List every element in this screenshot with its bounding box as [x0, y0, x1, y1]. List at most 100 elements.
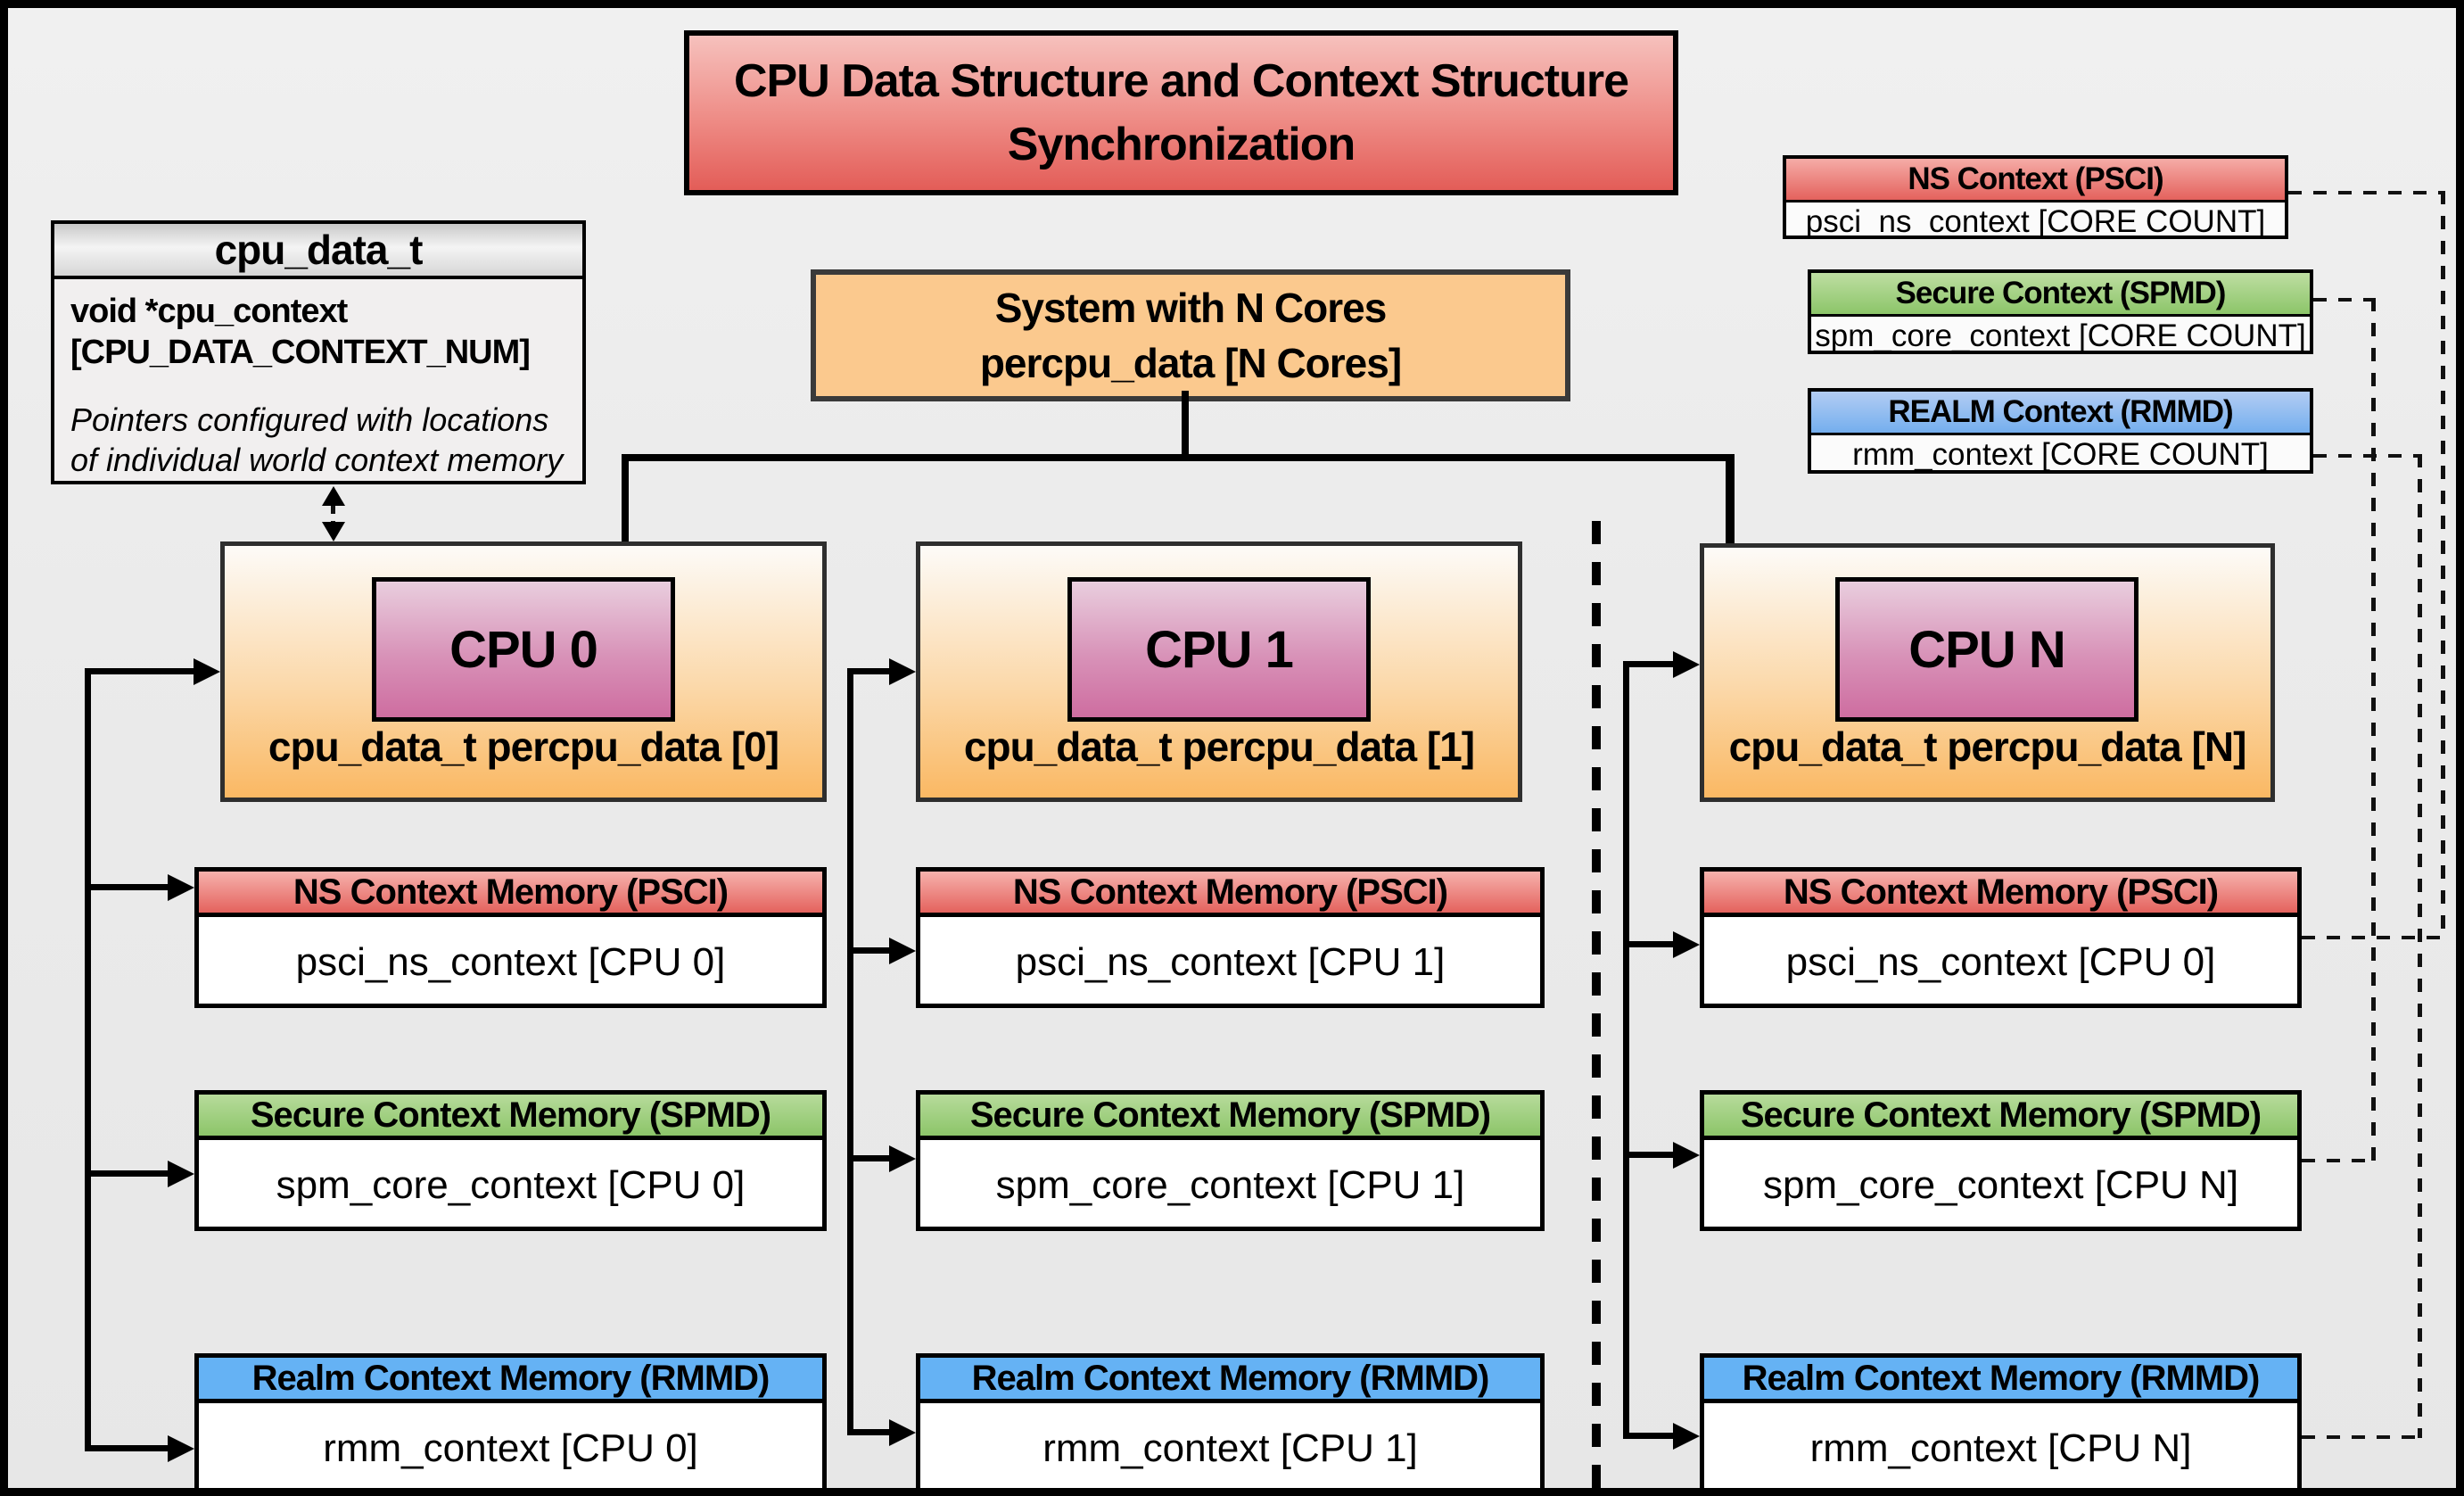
realm-legend-dash-vert — [2418, 454, 2422, 1438]
cpu-data-t-field-line2: [CPU_DATA_CONTEXT_NUM] — [70, 333, 531, 371]
legend-realm-body: rmm_context [CORE COUNT] — [1852, 437, 2269, 472]
cpu0-ns-context-memory: NS Context Memory (PSCI) psci_ns_context… — [194, 867, 827, 1008]
cpu1-ns-header: NS Context Memory (PSCI) — [920, 872, 1540, 917]
cpuN-secure-header: Secure Context Memory (SPMD) — [1704, 1095, 2297, 1140]
legend-ns-body: psci_ns_context [CORE COUNT] — [1805, 204, 2266, 239]
cpu0-bus-branch-ns — [85, 884, 168, 890]
cpu1-label: CPU 1 — [1067, 577, 1371, 722]
cpuN-ns-body: psci_ns_context [CPU 0] — [1785, 940, 2216, 984]
cpu1-box: CPU 1 cpu_data_t percpu_data [1] — [916, 541, 1522, 802]
diagram-title-line2: Synchronization — [1007, 118, 1356, 170]
cpu1-bus-branch-cpu — [847, 668, 889, 674]
cpu1-realm-context-memory: Realm Context Memory (RMMD) rmm_context … — [916, 1353, 1545, 1488]
cpu1-realm-body: rmm_context [CPU 1] — [1042, 1426, 1418, 1470]
cpu0-realm-context-memory: Realm Context Memory (RMMD) rmm_context … — [194, 1353, 827, 1488]
realm-legend-dash-top — [2313, 454, 2422, 458]
cpu-data-t-header: cpu_data_t — [54, 224, 582, 279]
cpuN-secure-body: spm_core_context [CPU N] — [1762, 1163, 2239, 1207]
secure-legend-dash-bottom — [2302, 1159, 2376, 1162]
system-box-line2: percpu_data [N Cores] — [979, 340, 1402, 386]
cpu0-bus-arrow-ns — [168, 874, 194, 901]
cpu-data-t-note-line1: Pointers configured with locations — [70, 401, 549, 439]
legend-secure-header: Secure Context (SPMD) — [1811, 273, 2310, 317]
cpu-data-t-note-line2: of individual world context memory — [70, 442, 564, 479]
system-box-line1: System with N Cores — [994, 284, 1388, 331]
cpu0-realm-header: Realm Context Memory (RMMD) — [199, 1358, 822, 1403]
cpu-data-t-field-line1: void *cpu_context — [70, 293, 348, 330]
cpuN-bus-arrow-cpu — [1673, 651, 1700, 678]
cpu0-label: CPU 0 — [372, 577, 675, 722]
cpu0-secure-header: Secure Context Memory (SPMD) — [199, 1095, 822, 1140]
diagram-title: CPU Data Structure and Context Structure… — [684, 30, 1678, 195]
cpuN-bus-arrow-realm — [1673, 1423, 1700, 1450]
cpuN-bus-arrow-secure — [1673, 1142, 1700, 1169]
cpu-data-t-arrow-dash — [331, 506, 335, 524]
column-separator-dashed — [1592, 521, 1601, 1488]
legend-secure-body: spm_core_context [CORE COUNT] — [1815, 318, 2306, 353]
diagram-title-line1: CPU Data Structure and Context Structure — [733, 55, 1629, 108]
cpuN-ns-context-memory: NS Context Memory (PSCI) psci_ns_context… — [1700, 867, 2302, 1008]
cpu-data-t-body: void *cpu_context [CPU_DATA_CONTEXT_NUM]… — [54, 279, 582, 480]
cpu1-secure-header: Secure Context Memory (SPMD) — [920, 1095, 1540, 1140]
legend-secure-context: Secure Context (SPMD) spm_core_context [… — [1808, 269, 2313, 354]
cpuN-bus-branch-ns — [1623, 941, 1673, 947]
cpu-data-t-note: Pointers configured with locations of in… — [70, 400, 566, 480]
cpu1-bus-branch-secure — [847, 1155, 889, 1161]
cpu1-bus-arrow-cpu — [889, 658, 916, 685]
cpu0-bus-vline — [85, 668, 91, 1451]
legend-realm-header: REALM Context (RMMD) — [1811, 392, 2310, 435]
cpu0-bus-arrow-cpu — [194, 658, 220, 685]
cpu1-bus-branch-ns — [847, 947, 889, 954]
legend-ns-context: NS Context (PSCI) psci_ns_context [CORE … — [1783, 155, 2288, 239]
connector-system-stem — [1182, 391, 1189, 458]
cpu0-ns-header: NS Context Memory (PSCI) — [199, 872, 822, 917]
cpu1-bus-branch-realm — [847, 1429, 889, 1435]
ns-legend-dash-vert — [2441, 191, 2445, 938]
cpu0-realm-body: rmm_context [CPU 0] — [323, 1426, 698, 1470]
secure-legend-dash-vert — [2371, 298, 2376, 1161]
cpu-data-t-arrow-up — [322, 486, 345, 506]
connector-system-hbar — [622, 454, 1735, 461]
cpu0-bus-branch-realm — [85, 1445, 168, 1451]
cpuN-secure-context-memory: Secure Context Memory (SPMD) spm_core_co… — [1700, 1090, 2302, 1231]
cpuN-label: CPU N — [1835, 577, 2138, 722]
cpu1-realm-header: Realm Context Memory (RMMD) — [920, 1358, 1540, 1403]
cpu0-bus-branch-cpu — [85, 668, 194, 674]
connector-system-to-cpu0 — [622, 454, 629, 541]
ns-legend-dash-top — [2288, 191, 2445, 194]
cpu0-data-label: cpu_data_t percpu_data [0] — [268, 723, 779, 770]
realm-legend-dash-bottom — [2302, 1435, 2422, 1439]
cpuN-ns-header: NS Context Memory (PSCI) — [1704, 872, 2297, 917]
connector-system-to-cpuN — [1726, 454, 1735, 543]
cpu1-bus-arrow-ns — [889, 938, 916, 964]
cpu-data-t-arrow-down — [322, 522, 345, 541]
cpu0-bus-arrow-secure — [168, 1161, 194, 1187]
cpuN-bus-arrow-ns — [1673, 931, 1700, 958]
cpuN-box: CPU N cpu_data_t percpu_data [N] — [1700, 543, 2275, 802]
cpuN-bus-vline — [1623, 661, 1629, 1439]
cpuN-data-label: cpu_data_t percpu_data [N] — [1728, 723, 2247, 770]
cpu0-bus-arrow-realm — [168, 1435, 194, 1462]
cpuN-realm-context-memory: Realm Context Memory (RMMD) rmm_context … — [1700, 1353, 2302, 1488]
cpu0-secure-context-memory: Secure Context Memory (SPMD) spm_core_co… — [194, 1090, 827, 1231]
cpu0-ns-body: psci_ns_context [CPU 0] — [295, 940, 726, 984]
cpu-data-t-box: cpu_data_t void *cpu_context [CPU_DATA_C… — [51, 220, 586, 484]
cpu0-bus-branch-secure — [85, 1170, 168, 1177]
cpu1-bus-arrow-secure — [889, 1145, 916, 1172]
system-box: System with N Cores percpu_data [N Cores… — [811, 269, 1570, 401]
cpu0-secure-body: spm_core_context [CPU 0] — [276, 1163, 746, 1207]
cpu1-secure-context-memory: Secure Context Memory (SPMD) spm_core_co… — [916, 1090, 1545, 1231]
legend-realm-context: REALM Context (RMMD) rmm_context [CORE C… — [1808, 388, 2313, 474]
secure-legend-dash-top — [2313, 298, 2376, 302]
cpuN-bus-branch-realm — [1623, 1433, 1673, 1439]
cpuN-realm-header: Realm Context Memory (RMMD) — [1704, 1358, 2297, 1403]
cpu1-data-label: cpu_data_t percpu_data [1] — [963, 723, 1475, 770]
cpu1-ns-body: psci_ns_context [CPU 1] — [1015, 940, 1446, 984]
cpu1-ns-context-memory: NS Context Memory (PSCI) psci_ns_context… — [916, 867, 1545, 1008]
cpu1-bus-vline — [847, 668, 853, 1435]
cpu0-box: CPU 0 cpu_data_t percpu_data [0] — [220, 541, 827, 802]
cpuN-bus-branch-secure — [1623, 1152, 1673, 1158]
cpu1-bus-arrow-realm — [889, 1419, 916, 1446]
cpu1-secure-body: spm_core_context [CPU 1] — [995, 1163, 1465, 1207]
